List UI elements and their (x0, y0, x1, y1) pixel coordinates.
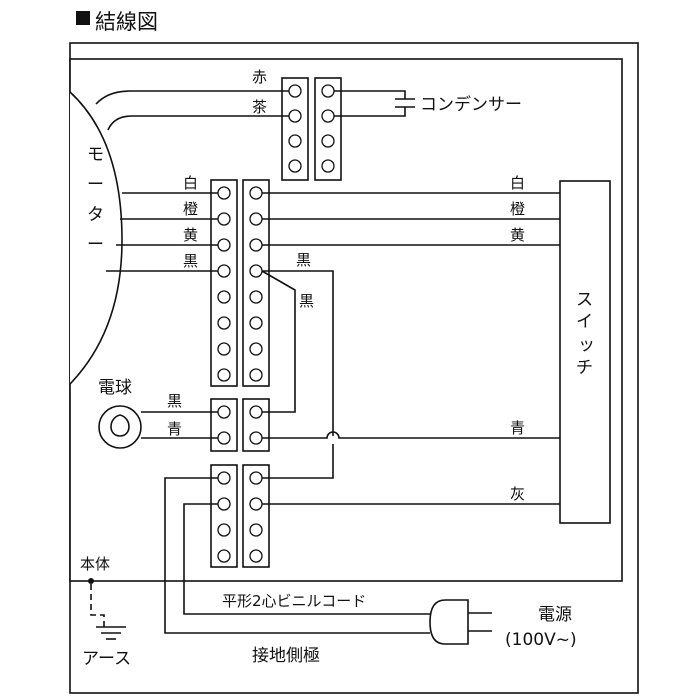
switch-wire-label-orange: 橙 (510, 200, 525, 218)
diagram-title: 結線図 (95, 10, 158, 34)
power-label: 電源 (538, 605, 572, 625)
blue-wire: 青 (262, 419, 560, 439)
motor-label-1: モ (87, 145, 104, 165)
black-jumper-wires: 黒 黒 (261, 251, 334, 436)
switch-label-3: ッ (578, 335, 595, 355)
power-plug: 電源 (100V~) (429, 599, 577, 650)
motor: モ ー タ ー (69, 91, 123, 385)
enclosure-box (69, 58, 623, 582)
capacitor-wires: 赤 茶 コンデンサー (95, 68, 522, 131)
motor-wire-label-yellow: 黄 (183, 226, 198, 244)
switch-label-1: ス (576, 290, 593, 310)
switch-wire-label-gray: 灰 (510, 485, 525, 503)
gray-wire: 灰 (262, 444, 560, 505)
body-junction-dot (88, 578, 94, 584)
motor-wire-label-orange: 橙 (183, 200, 198, 218)
lamp-wire-label-black: 黒 (167, 392, 182, 410)
lamp-terminal-block (210, 398, 270, 452)
switch-wire-label-yellow: 黄 (510, 226, 525, 244)
title-square-marker (76, 11, 90, 25)
power-cord-wires: 平形2心ビニルコード 接地側極 (164, 477, 432, 666)
motor-wire-label-black: 黒 (183, 252, 198, 270)
motor-label-2: ー (87, 175, 104, 195)
switch-label-4: チ (576, 358, 593, 378)
switch: ス イ ッ チ (559, 180, 611, 524)
motor-label-4: ー (87, 235, 104, 255)
motor-wires: 白 橙 黄 黒 (106, 174, 218, 272)
body-earth: 本体 アース (80, 555, 131, 669)
lamp-label: 電球 (98, 378, 132, 398)
switch-label-2: イ (576, 312, 593, 332)
switch-wire-label-blue: 青 (510, 419, 525, 437)
jumper-label-black-1: 黒 (296, 251, 311, 269)
power-voltage-label: (100V~) (505, 630, 577, 650)
lamp-wires: 黒 青 (141, 392, 218, 439)
capacitor-wire-label-brown: 茶 (252, 98, 267, 116)
motor-label-3: タ (87, 205, 104, 225)
capacitor-terminal-block (281, 77, 342, 181)
body-label: 本体 (80, 555, 110, 573)
power-terminal-block (210, 464, 270, 568)
jumper-label-black-2: 黒 (299, 292, 314, 310)
switch-wire-label-white: 白 (510, 174, 525, 192)
cord-label: 平形2心ビニルコード (222, 592, 366, 610)
lamp: 電球 (98, 378, 142, 449)
motor-wire-label-white: 白 (183, 174, 198, 192)
lamp-wire-label-blue: 青 (167, 420, 182, 438)
capacitor-wire-label-red: 赤 (252, 68, 267, 86)
ground-pole-label: 接地側極 (252, 646, 320, 666)
earth-label: アース (82, 649, 131, 669)
capacitor-label: コンデンサー (420, 94, 522, 115)
switch-wires: 白 橙 黄 (262, 174, 560, 246)
main-terminal-block (210, 179, 270, 387)
